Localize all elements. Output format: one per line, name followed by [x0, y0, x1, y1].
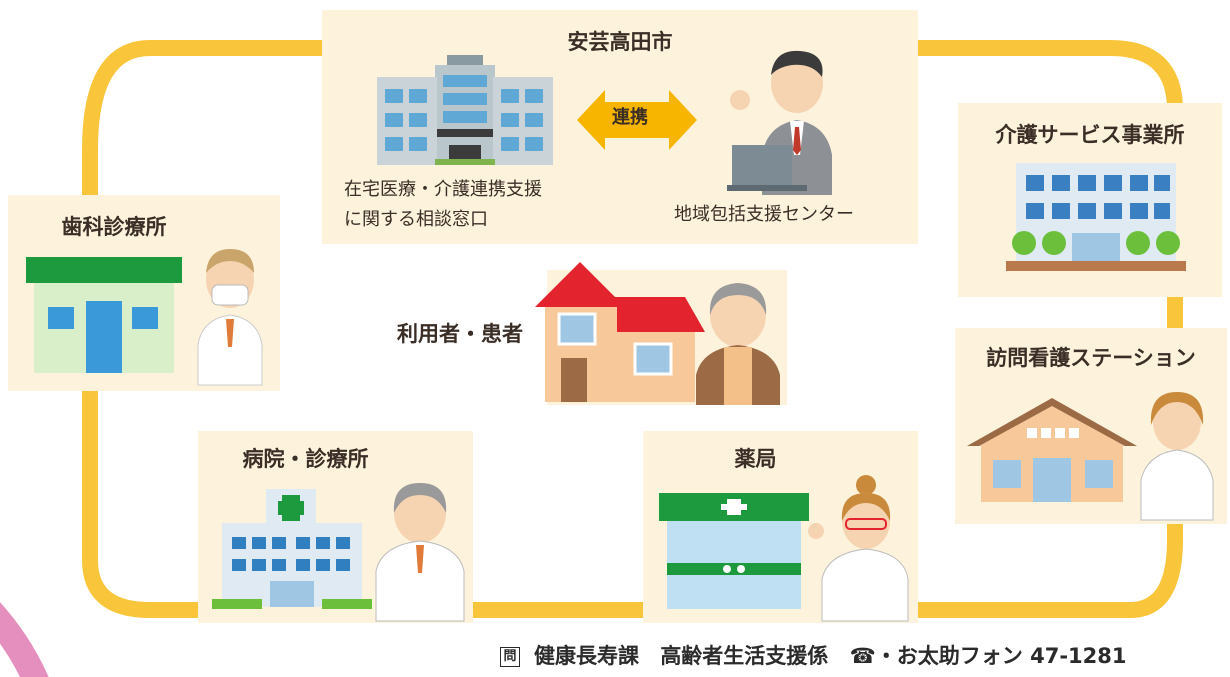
elderly-man-icon [696, 283, 780, 405]
city-box: 安芸高田市 連携 在宅医療・介護連携支援 [322, 10, 918, 244]
hospital-box: 病院・診療所 [198, 431, 473, 623]
contact-footer: 問健康長寿課 高齢者生活支援係 ☎・お太助フォン 47-1281 [500, 640, 1140, 670]
user-patient-label: 利用者・患者 [397, 322, 523, 346]
community-support-center-label: 地域包括支援センター [674, 204, 854, 225]
phone-contact: ☎・お太助フォン 47-1281 [849, 644, 1127, 668]
home-house-icon [535, 262, 705, 402]
nursing-station-house-icon [967, 398, 1137, 502]
pharmacy-building-icon [659, 493, 809, 609]
care-service-box: 介護サービス事業所 [958, 103, 1222, 297]
visiting-nursing-box: 訪問看護ステーション [955, 328, 1227, 524]
dental-clinic-building-icon [26, 257, 182, 373]
dentist-icon [197, 249, 263, 386]
section-name: 高齢者生活支援係 [660, 644, 829, 668]
care-service-title: 介護サービス事業所 [995, 123, 1185, 147]
dental-clinic-title: 歯科診療所 [61, 215, 167, 239]
department-name: 健康長寿課 [534, 644, 639, 668]
consultation-window-label-line2: に関する相談窓口 [344, 209, 488, 230]
nurse-icon [1140, 392, 1214, 521]
city-title: 安芸高田市 [567, 30, 673, 54]
inquiry-mark: 問 [500, 647, 520, 667]
pink-corner-accent [0, 602, 49, 677]
pharmacy-title: 薬局 [734, 447, 777, 471]
link-label: 連携 [612, 107, 648, 128]
city-hall-building-icon [377, 55, 553, 165]
dental-clinic-box: 歯科診療所 [8, 195, 280, 391]
care-center-staff-icon [727, 50, 832, 195]
visiting-nursing-title: 訪問看護ステーション [986, 346, 1196, 370]
care-facility-building-icon [1006, 163, 1186, 271]
hospital-title: 病院・診療所 [242, 447, 369, 471]
pharmacy-box: 薬局 [643, 431, 918, 623]
doctor-icon [375, 483, 465, 622]
pharmacist-icon [808, 475, 909, 622]
hospital-building-icon [212, 489, 372, 609]
consultation-window-label-line1: 在宅医療・介護連携支援 [344, 179, 542, 200]
link-double-arrow-icon [577, 90, 697, 150]
